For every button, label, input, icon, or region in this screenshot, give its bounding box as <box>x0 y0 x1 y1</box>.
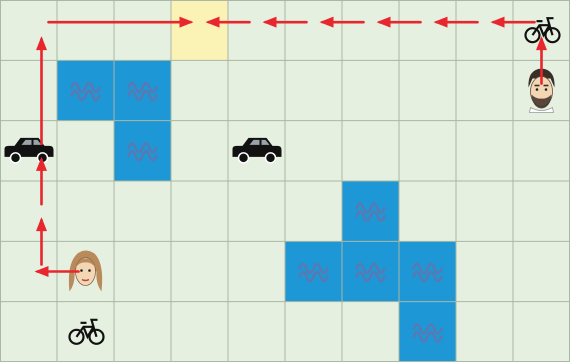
water-cell <box>399 241 456 301</box>
water-cell <box>342 181 399 241</box>
water-cell <box>342 241 399 301</box>
water-cell <box>399 302 456 362</box>
water-cell <box>285 241 342 301</box>
water-cell <box>57 60 114 120</box>
water-cell <box>114 60 171 120</box>
water-cell <box>114 121 171 181</box>
target-cell <box>171 0 228 60</box>
